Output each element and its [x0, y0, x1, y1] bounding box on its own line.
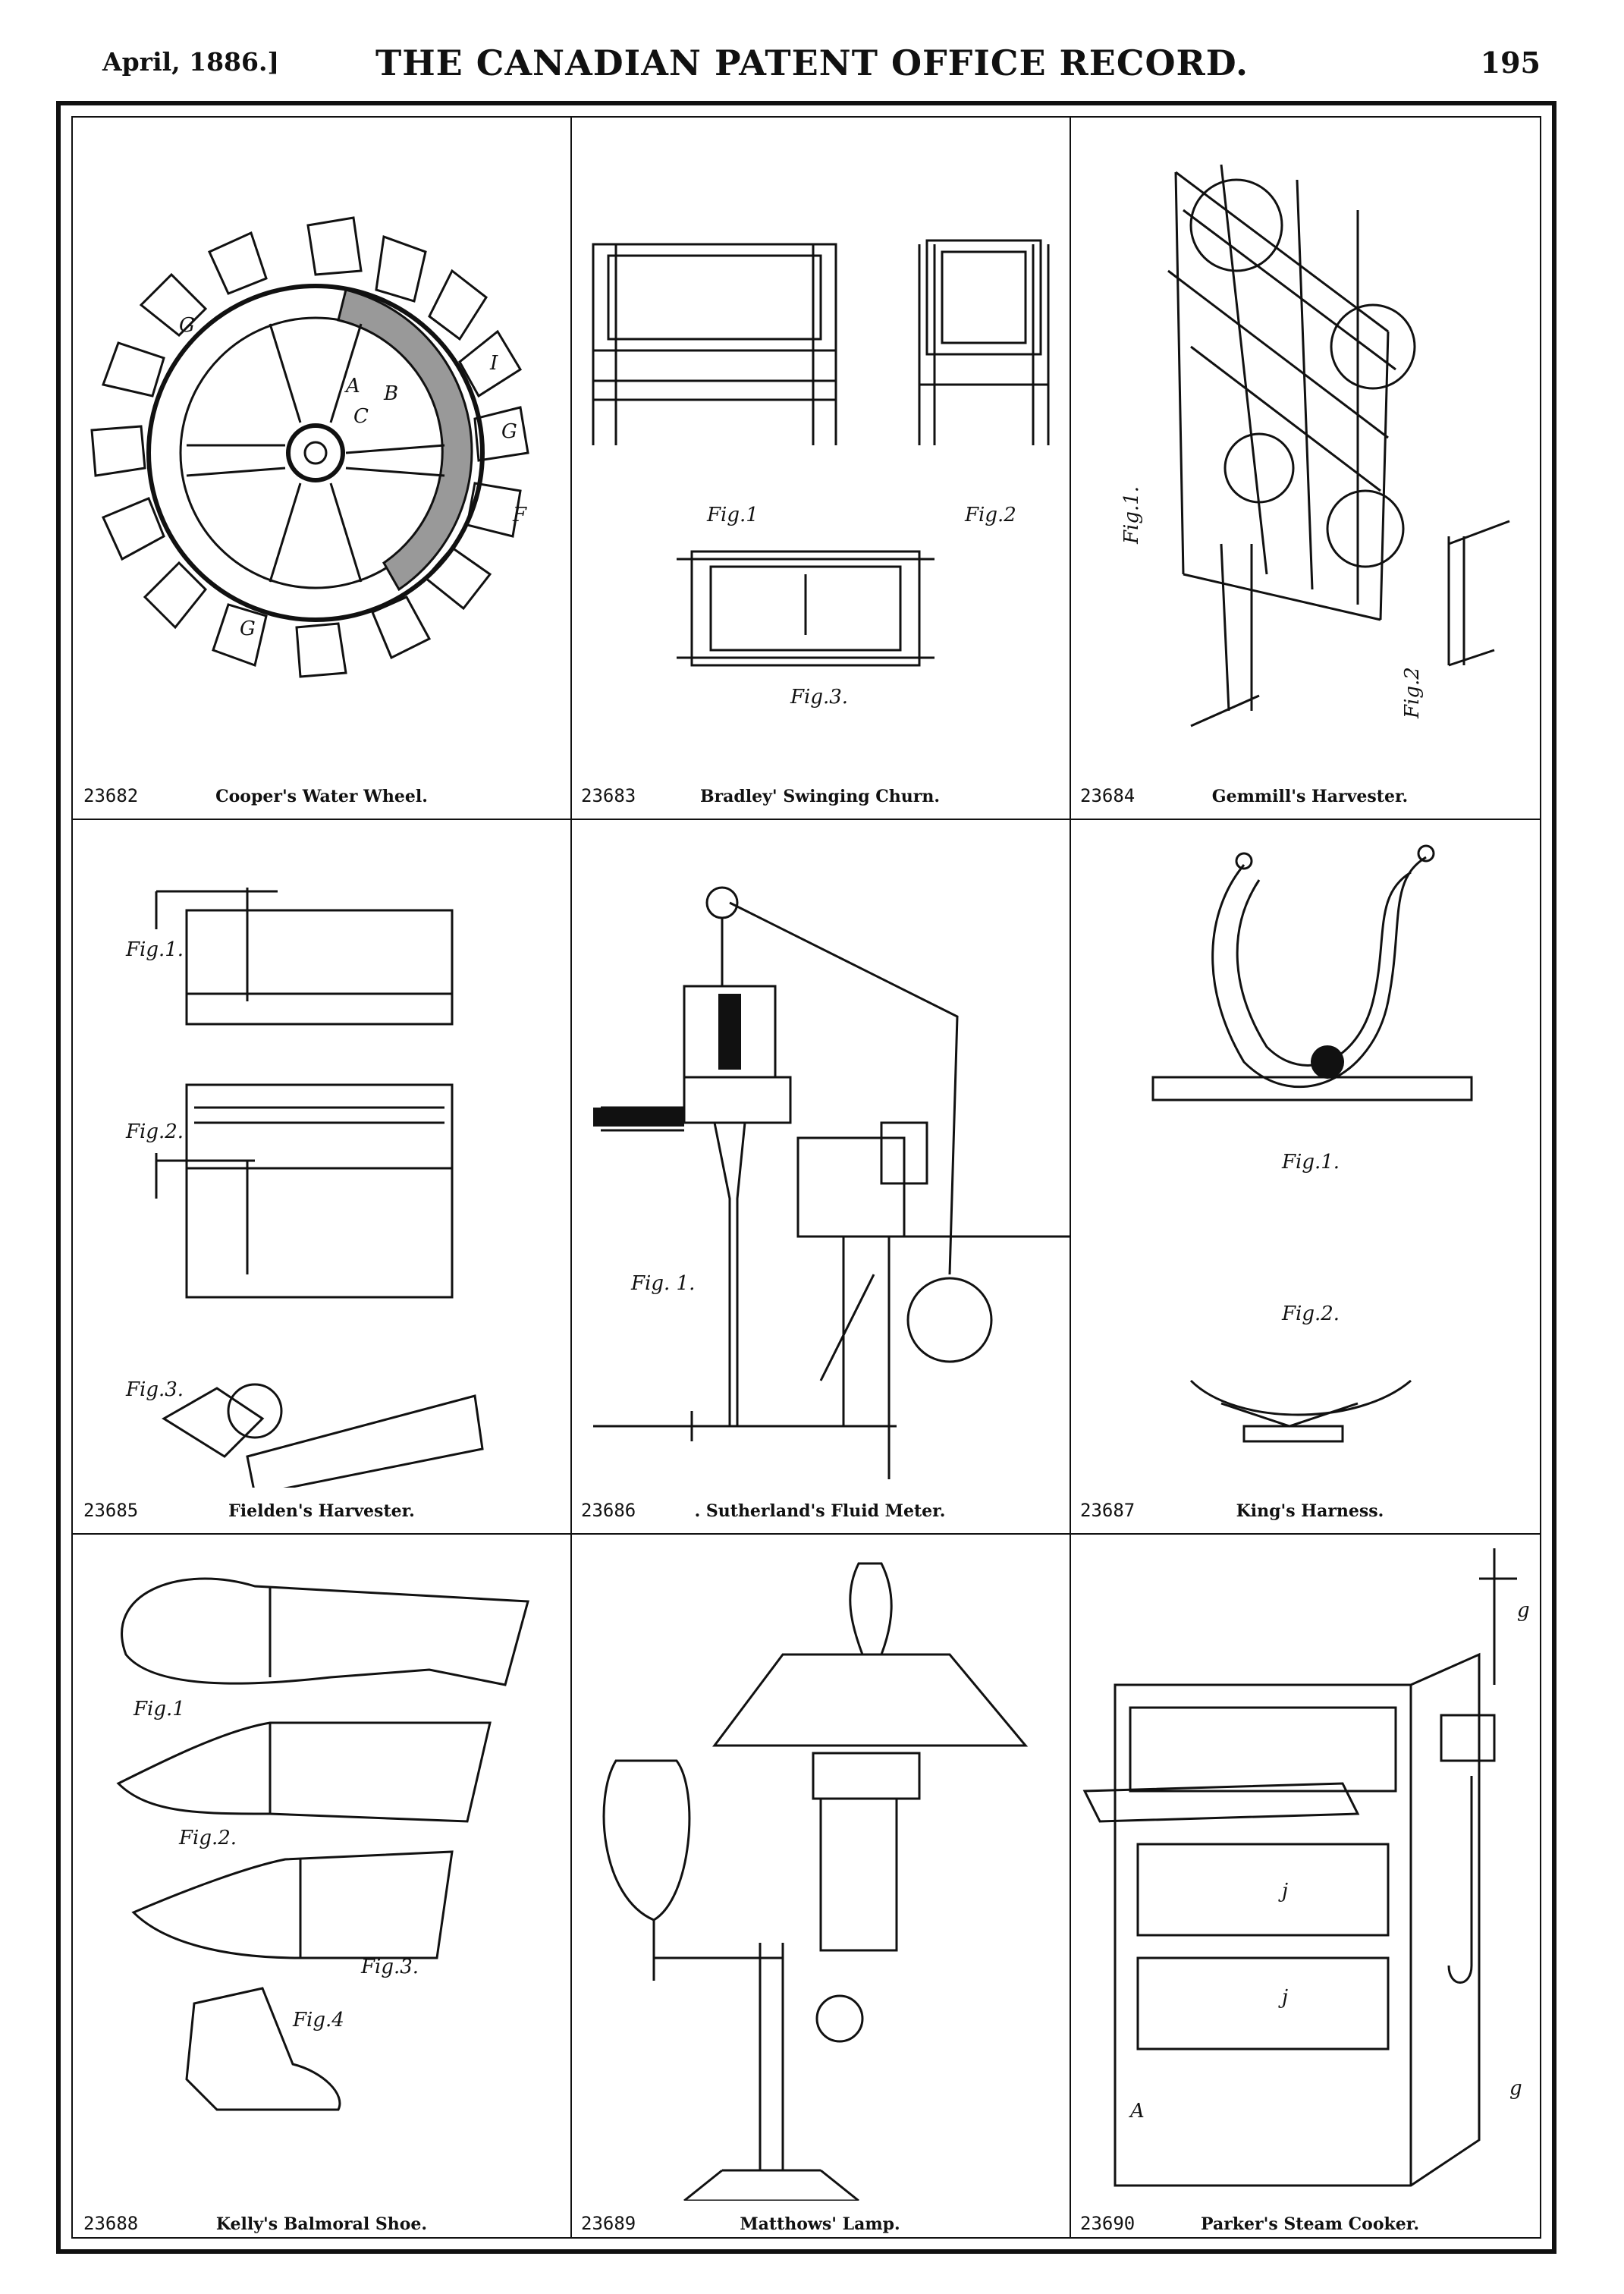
svg-text:F: F — [512, 504, 527, 526]
svg-text:Fig.3.: Fig.3. — [790, 686, 848, 709]
harvester-illustration: Fig.1. Fig.2 — [1070, 118, 1550, 773]
svg-text:Fig.2.: Fig.2. — [125, 1120, 184, 1143]
svg-text:Fig.2: Fig.2 — [964, 504, 1016, 526]
patent-figure-23684: Fig.1. Fig.2 23684 Gemmill's Harvester. — [1070, 118, 1550, 819]
svg-text:Fig.3.: Fig.3. — [125, 1378, 184, 1401]
publication-title: THE CANADIAN PATENT OFFICE RECORD. — [375, 42, 1249, 83]
svg-text:Fig.1.: Fig.1. — [1281, 1151, 1340, 1174]
patent-number: 23682 — [83, 785, 139, 806]
patent-number: 23685 — [83, 1500, 139, 1521]
svg-text:Fig.1: Fig.1 — [706, 504, 759, 526]
svg-text:j: j — [1278, 1986, 1288, 2009]
figure-title: Bradley' Swinging Churn. — [699, 787, 941, 806]
patent-number: 23689 — [581, 2213, 636, 2234]
patent-number: 23690 — [1080, 2213, 1136, 2234]
figure-title: Matthows' Lamp. — [740, 2214, 900, 2234]
patent-number: 23684 — [1080, 785, 1136, 806]
patent-figure-23683: Fig.1 Fig.2 Fig.3. 23683 Bradley' Swingin… — [570, 118, 1070, 819]
row-divider — [73, 819, 1540, 820]
column-divider — [1070, 118, 1071, 2237]
svg-text:Fig.1: Fig.1 — [133, 1698, 185, 1720]
svg-text:Fig.1.: Fig.1. — [1120, 486, 1143, 545]
figure-title: Gemmill's Harvester. — [1211, 787, 1409, 806]
patent-figure-23685: Fig.1. Fig.2. Fig.3. 23685 Fielden's Harv… — [73, 819, 570, 1533]
svg-text:A: A — [1129, 2100, 1145, 2123]
svg-text:A: A — [344, 375, 360, 398]
svg-text:j: j — [1278, 1880, 1288, 1903]
patent-number: 23686 — [581, 1500, 636, 1521]
svg-text:g: g — [1509, 2077, 1522, 2100]
patent-figure-23686: Fig. 1. 23686 . Sutherland's Fluid Meter… — [570, 819, 1070, 1533]
page-number: 195 — [1480, 46, 1541, 80]
figure-title: Fielden's Harvester. — [228, 1501, 415, 1521]
figure-title: King's Harness. — [1236, 1501, 1384, 1521]
page-header: April, 1886.] THE CANADIAN PATENT OFFICE… — [0, 0, 1624, 91]
svg-text:Fig.2: Fig.2 — [1401, 667, 1424, 719]
svg-text:Fig.3.: Fig.3. — [360, 1956, 419, 1978]
svg-text:g: g — [1517, 1599, 1530, 1622]
issue-date: April, 1886.] — [102, 47, 280, 77]
svg-text:Fig. 1.: Fig. 1. — [630, 1272, 695, 1295]
figure-title: Parker's Steam Cooker. — [1201, 2214, 1419, 2234]
harness-illustration: Fig.1. Fig.2. — [1070, 819, 1550, 1488]
figure-title: Cooper's Water Wheel. — [215, 787, 428, 806]
patent-number: 23687 — [1080, 1500, 1136, 1521]
svg-text:Fig.4: Fig.4 — [292, 2009, 344, 2032]
svg-text:Fig.2.: Fig.2. — [178, 1827, 237, 1849]
patent-figure-23689: 23689 Matthows' Lamp. — [570, 1533, 1070, 2246]
lamp-illustration — [570, 1533, 1070, 2201]
svg-text:C: C — [353, 405, 369, 428]
figure-title: . Sutherland's Fluid Meter. — [694, 1501, 946, 1521]
svg-text:G: G — [501, 420, 517, 443]
column-divider — [570, 118, 572, 2237]
figure-title: Kelly's Balmoral Shoe. — [215, 2214, 428, 2234]
patent-number: 23683 — [581, 785, 636, 806]
svg-text:G: G — [240, 617, 256, 640]
svg-text:Fig.1.: Fig.1. — [125, 938, 184, 961]
row-divider — [73, 1533, 1540, 1535]
svg-text:B: B — [383, 382, 398, 405]
patent-figure-23687: Fig.1. Fig.2. 23687 King's Harness. — [1070, 819, 1550, 1533]
fluid-meter-illustration: Fig. 1. — [570, 819, 1070, 1488]
svg-text:Fig.2.: Fig.2. — [1281, 1303, 1340, 1325]
svg-text:G: G — [179, 314, 195, 337]
harvester-parts-illustration: Fig.1. Fig.2. Fig.3. — [73, 819, 570, 1488]
churn-illustration: Fig.1 Fig.2 Fig.3. — [570, 118, 1070, 773]
patent-number: 23688 — [83, 2213, 139, 2234]
svg-text:I: I — [489, 352, 498, 375]
